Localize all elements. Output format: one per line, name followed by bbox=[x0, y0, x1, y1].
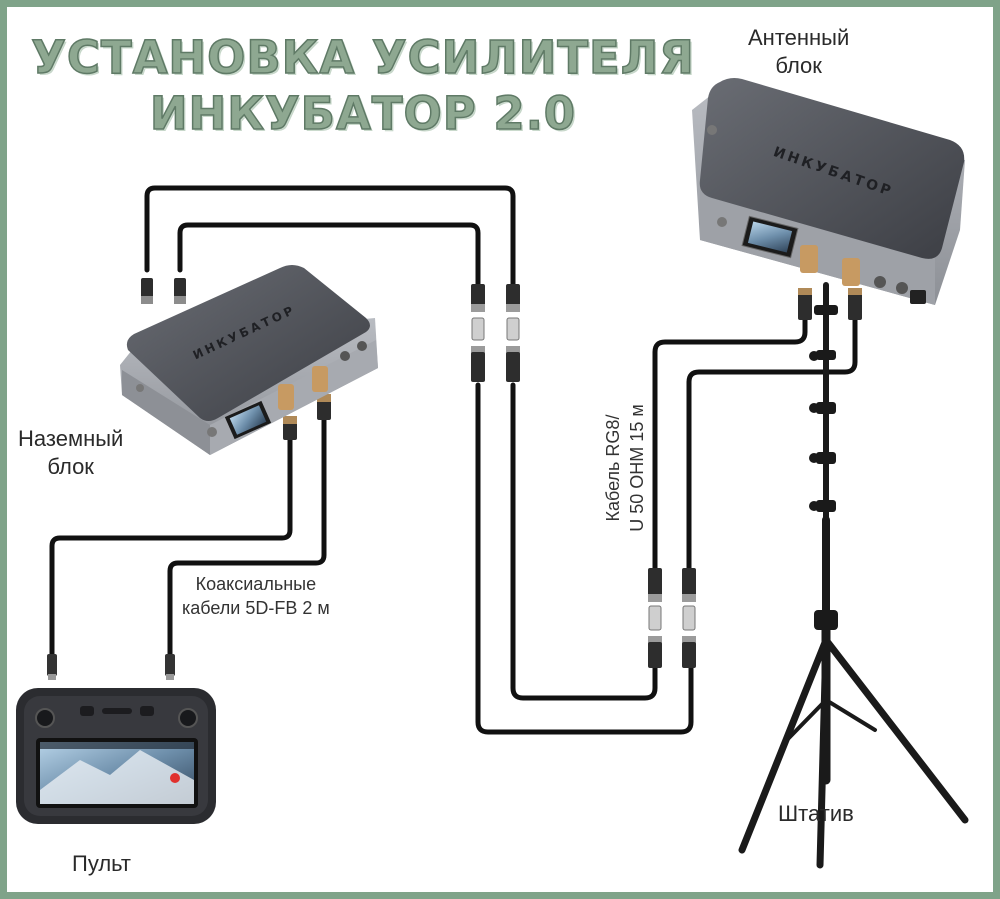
coax-cables-label-line-1: Коаксиальные bbox=[195, 574, 317, 594]
antenna-unit-label-line-2: блок bbox=[775, 53, 822, 78]
cable-ground-to-antenna-outer bbox=[144, 185, 516, 293]
n-connector-icon bbox=[506, 346, 520, 382]
adapter-icon bbox=[648, 605, 662, 631]
sma-connector-icon bbox=[47, 654, 57, 680]
n-connector-icon bbox=[648, 636, 662, 668]
cable-group bbox=[49, 185, 858, 735]
rg8-cable-label-line-2: U 50 OHM 15 м bbox=[627, 404, 647, 532]
antenna-unit-icon: ИНКУБАТОР bbox=[692, 78, 965, 305]
antenna-unit-label-line-1: Антенный bbox=[748, 25, 850, 50]
antenna-unit-label: Антенный блок bbox=[748, 24, 849, 80]
tripod-label: Штатив bbox=[778, 801, 854, 826]
adapter-icon bbox=[471, 317, 485, 341]
ground-unit-label-line-1: Наземный bbox=[18, 426, 124, 451]
coax-cables-label-line-2: кабели 5D-FB 2 м bbox=[182, 598, 330, 618]
n-connector-icon bbox=[798, 288, 812, 320]
n-connector-icon bbox=[174, 278, 186, 304]
n-connector-icon bbox=[471, 284, 485, 312]
n-connector-icon bbox=[682, 568, 696, 602]
title-line-2: ИНКУБАТОР 2.0 bbox=[149, 86, 577, 141]
cable-coax-right bbox=[167, 417, 327, 663]
cable-long-run-outer bbox=[510, 382, 658, 701]
tripod-icon bbox=[738, 282, 969, 869]
cable-rg8-right bbox=[686, 315, 858, 575]
adapter-icon bbox=[506, 317, 520, 341]
title-line-1: УСТАНОВКА УСИЛИТЕЛЯ bbox=[30, 30, 695, 85]
ground-unit-label-line-2: блок bbox=[47, 454, 94, 479]
rg8-cable-label: Кабель RG8/ U 50 OHM 15 м bbox=[601, 404, 649, 531]
n-connector-icon bbox=[141, 278, 153, 304]
sma-connector-icon bbox=[165, 654, 175, 680]
remote-controller-icon bbox=[16, 688, 216, 824]
diagram-title: УСТАНОВКА УСИЛИТЕЛЯ ИНКУБАТОР 2.0 bbox=[18, 30, 708, 142]
cable-rg8-left bbox=[652, 315, 808, 575]
n-connector-icon bbox=[317, 394, 331, 420]
coax-cables-label: Коаксиальные кабели 5D-FB 2 м bbox=[182, 572, 330, 620]
cable-long-run-inner bbox=[475, 382, 694, 735]
n-connector-icon bbox=[471, 346, 485, 382]
cable-ground-to-antenna-inner bbox=[177, 222, 481, 293]
n-connector-icon bbox=[283, 416, 297, 440]
adapter-icon bbox=[682, 605, 696, 631]
rg8-cable-label-line-1: Кабель RG8/ bbox=[603, 414, 623, 522]
cable-coax-left bbox=[49, 437, 293, 663]
n-connector-icon bbox=[682, 636, 696, 668]
ground-unit-label: Наземный блок bbox=[18, 425, 123, 481]
remote-label: Пульт bbox=[72, 851, 131, 876]
n-connector-icon bbox=[506, 284, 520, 312]
n-connector-icon bbox=[648, 568, 662, 602]
ground-unit-icon: ИНКУБАТОР bbox=[120, 265, 378, 455]
connector-group bbox=[47, 278, 862, 680]
n-connector-icon bbox=[848, 288, 862, 320]
